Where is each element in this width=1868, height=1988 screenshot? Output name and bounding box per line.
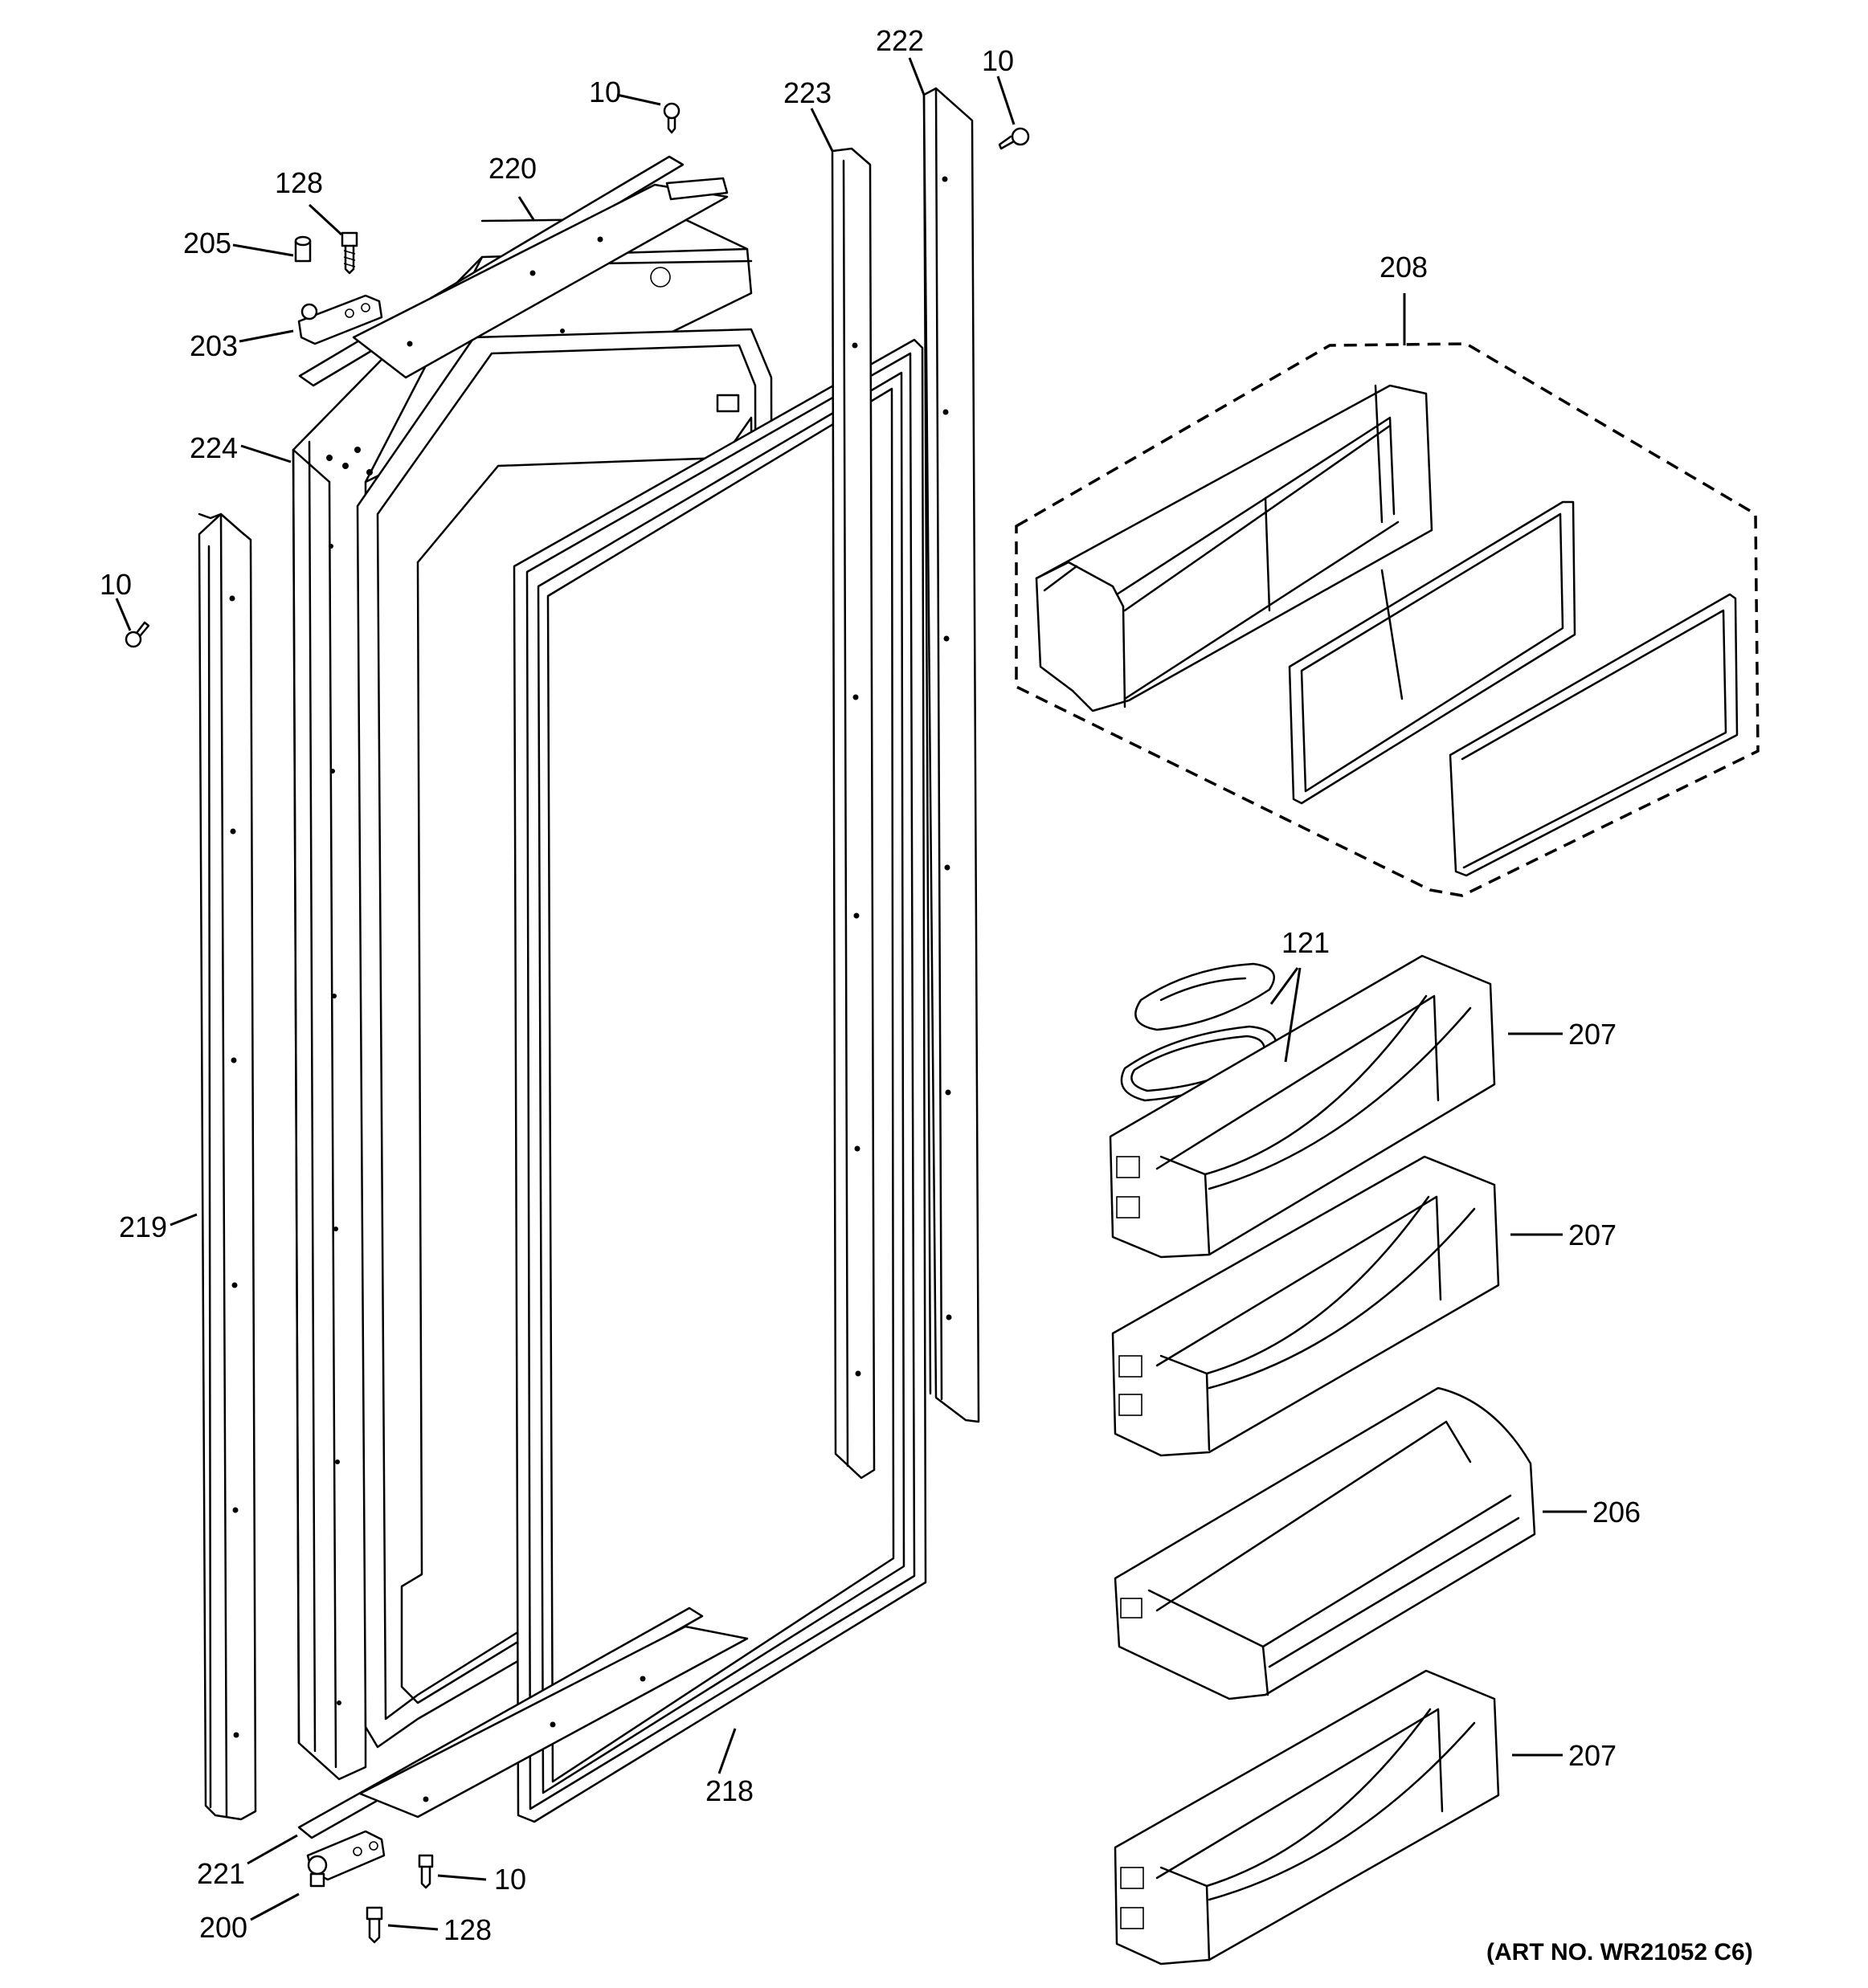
part-220-top-cap <box>298 155 729 387</box>
part-203-top-hinge <box>297 294 383 345</box>
callout-121: 121 <box>1281 926 1330 959</box>
callout-10-left: 10 <box>100 568 132 601</box>
part-219-hinge-strip <box>198 512 257 1821</box>
callout-207-first: 207 <box>1568 1018 1617 1051</box>
part-200-bottom-hinge <box>306 1830 386 1888</box>
callout-203: 203 <box>190 329 238 362</box>
callout-207-third: 207 <box>1568 1739 1617 1772</box>
art-number: (ART NO. WR21052 C6) <box>1486 1939 1753 1966</box>
leader-lines <box>115 57 1587 1931</box>
part-224-door-frame <box>292 217 753 1781</box>
callout-208: 208 <box>1380 251 1428 284</box>
part-128-screw-top <box>341 231 358 275</box>
part-207-door-bin-2 <box>1111 1155 1500 1457</box>
part-128-screw-bottom <box>366 1906 383 1944</box>
part-223-door-strip <box>831 147 876 1480</box>
part-207-door-bin-3 <box>1114 1669 1500 1966</box>
part-222-door-strip <box>922 87 980 1423</box>
callout-205: 205 <box>183 227 231 259</box>
callout-222: 222 <box>876 24 924 57</box>
callout-207-second: 207 <box>1568 1219 1617 1251</box>
callout-224: 224 <box>190 431 238 464</box>
callout-200: 200 <box>199 1911 247 1944</box>
callout-223: 223 <box>783 76 832 109</box>
part-218-door-gasket <box>513 338 927 1823</box>
part-208-bin-assembly <box>1015 342 1760 897</box>
callout-219: 219 <box>119 1210 167 1243</box>
part-121-gaskets <box>1120 962 1277 1102</box>
callout-128-top: 128 <box>275 166 323 199</box>
callout-221: 221 <box>197 1857 245 1890</box>
callout-220: 220 <box>488 152 537 185</box>
callout-labels: 222 10 10 223 128 220 205 203 208 224 10… <box>100 24 1641 1946</box>
part-205-hinge-pin <box>294 235 312 263</box>
part-10-screw-top-b <box>998 127 1030 150</box>
part-10-screw-left <box>125 621 150 648</box>
callout-10-top-right: 10 <box>982 44 1014 77</box>
callout-10-bottom: 10 <box>494 1863 526 1896</box>
part-221-bottom-cap <box>297 1606 749 1839</box>
part-206-door-bin <box>1114 1386 1536 1700</box>
part-10-screw-top-a <box>663 102 681 134</box>
callout-10-top: 10 <box>589 76 621 108</box>
callout-128-bottom: 128 <box>443 1913 492 1946</box>
callout-218: 218 <box>705 1774 754 1807</box>
part-207-door-bin-1 <box>1109 954 1496 1259</box>
part-10-screw-bottom <box>418 1854 434 1889</box>
callout-206: 206 <box>1592 1496 1641 1529</box>
